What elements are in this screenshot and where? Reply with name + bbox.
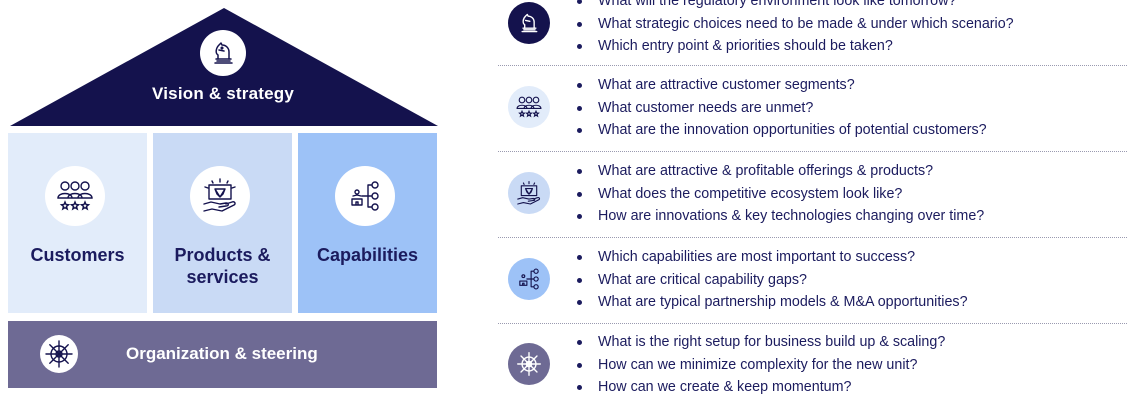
list-item: How can we minimize complexity for the n…	[573, 354, 945, 377]
question-list: What are attractive & profitable offerin…	[573, 160, 984, 228]
list-item: What are critical capability gaps?	[573, 269, 968, 292]
list-item: What will the regulatory environment loo…	[573, 0, 1014, 13]
base-title: Organization & steering	[126, 344, 318, 363]
pillar-customers: Customers	[8, 133, 147, 313]
list-item: How are innovations & key technologies c…	[573, 205, 984, 228]
base-organization: Organization & steering	[8, 321, 437, 388]
capability-tree-icon	[508, 258, 550, 300]
people-icon	[508, 86, 550, 128]
pillar-label: Products & services	[174, 245, 271, 287]
question-list: What is the right setup for business bui…	[573, 331, 945, 399]
list-item: How can we create & keep momentum?	[573, 376, 945, 399]
question-list: What are attractive customer segments? W…	[573, 74, 987, 142]
divider	[498, 65, 1127, 66]
capability-tree-icon	[335, 166, 395, 226]
pillar-products-services: Products & services	[153, 133, 292, 313]
list-item: Which capabilities are most important to…	[573, 246, 968, 269]
question-list: Which capabilities are most important to…	[573, 246, 968, 314]
questions-products: What are attractive & profitable offerin…	[498, 160, 1129, 230]
divider	[498, 237, 1127, 238]
people-icon	[45, 166, 105, 226]
ship-wheel-icon	[508, 343, 550, 385]
chess-knight-icon	[200, 30, 246, 76]
questions-customers: What are attractive customer segments? W…	[498, 74, 1129, 144]
list-item: What are attractive customer segments?	[573, 74, 987, 97]
questions-capabilities: Which capabilities are most important to…	[498, 246, 1129, 316]
list-item: What strategic choices need to be made &…	[573, 13, 1014, 36]
list-item: What are attractive & profitable offerin…	[573, 160, 984, 183]
list-item: What is the right setup for business bui…	[573, 331, 945, 354]
list-item: What does the competitive ecosystem look…	[573, 183, 984, 206]
chess-knight-icon	[508, 2, 550, 44]
list-item: What customer needs are unmet?	[573, 97, 987, 120]
house-diagram: Vision & strategy Customers Products & s…	[0, 0, 450, 396]
list-item: What are the innovation opportunities of…	[573, 119, 987, 142]
ship-wheel-icon	[40, 335, 78, 373]
divider	[498, 151, 1127, 152]
question-list: What will the regulatory environment loo…	[573, 0, 1014, 58]
divider	[498, 323, 1127, 324]
product-hand-icon	[190, 166, 250, 226]
roof-title: Vision & strategy	[152, 84, 294, 103]
questions-organization: What is the right setup for business bui…	[498, 331, 1129, 401]
product-hand-icon	[508, 172, 550, 214]
pillar-capabilities: Capabilities	[298, 133, 437, 313]
pillar-label: Customers	[30, 245, 125, 265]
list-item: Which entry point & priorities should be…	[573, 35, 1014, 58]
questions-vision: What will the regulatory environment loo…	[498, 0, 1129, 60]
pillar-label: Capabilities	[316, 245, 419, 265]
list-item: What are typical partnership models & M&…	[573, 291, 968, 314]
